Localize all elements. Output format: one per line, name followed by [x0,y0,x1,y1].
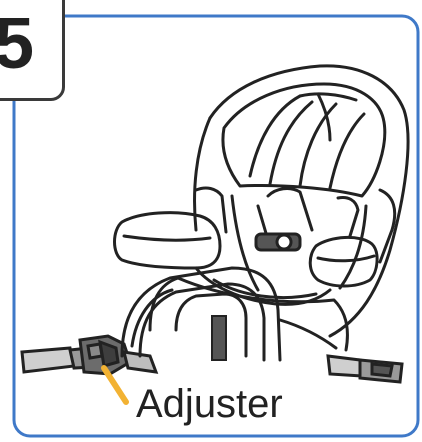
step-number: 5 [0,8,34,80]
step-number-box: 5 [0,0,65,101]
crotch-strap [212,316,226,360]
harness-buckle [256,234,300,250]
adjuster-label: Adjuster [132,382,287,426]
